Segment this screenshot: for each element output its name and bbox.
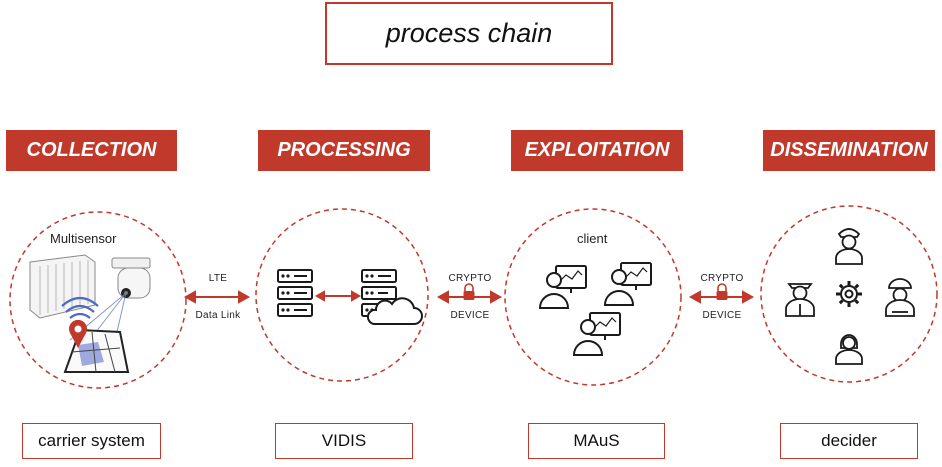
cloud-server-icon — [361, 269, 423, 325]
system-box-maus: MAuS — [528, 423, 665, 459]
system-box-decider: decider — [780, 423, 918, 459]
system-box-carrier-system: carrier system — [22, 423, 161, 459]
server-link-arrow — [314, 290, 362, 302]
analyst-icon — [572, 312, 621, 356]
link-1-bottom-label: Data Link — [195, 310, 241, 321]
sensor-pod-icon — [29, 254, 96, 319]
dissemination-circle — [760, 205, 938, 383]
lock-icon — [716, 283, 728, 300]
gimbal-camera-icon — [111, 257, 151, 299]
collection-circle — [9, 211, 187, 389]
server-stack-icon — [277, 269, 313, 317]
exploitation-circle — [504, 208, 682, 386]
map-icon — [63, 319, 130, 373]
signal-icon — [61, 296, 99, 319]
firefighter-icon — [885, 278, 915, 317]
stage-header-collection: COLLECTION — [6, 130, 177, 171]
officer-icon — [835, 228, 863, 265]
link-1-top-label: LTE — [208, 273, 228, 284]
link-2-top-label: CRYPTO — [448, 273, 492, 284]
processing-circle — [255, 208, 429, 382]
link-2-bottom-label: DEVICE — [450, 310, 490, 321]
system-box-vidis: VIDIS — [275, 423, 413, 459]
pilot-icon — [785, 283, 815, 317]
multisensor-label: Multisensor — [50, 231, 117, 246]
link-3-bottom-label: DEVICE — [702, 310, 742, 321]
stage-header-dissemination: DISSEMINATION — [763, 130, 935, 171]
link-arrow-1 — [183, 290, 251, 304]
analyst-icon — [538, 265, 587, 309]
stage-header-processing: PROCESSING — [258, 130, 430, 171]
civilian-icon — [835, 334, 863, 365]
link-3-top-label: CRYPTO — [700, 273, 744, 284]
stage-header-exploitation: EXPLOITATION — [511, 130, 683, 171]
client-label: client — [577, 231, 608, 246]
lock-icon — [463, 283, 475, 300]
analyst-icon — [603, 262, 652, 306]
gear-icon — [836, 281, 862, 307]
diagram-title: process chain — [325, 2, 613, 65]
